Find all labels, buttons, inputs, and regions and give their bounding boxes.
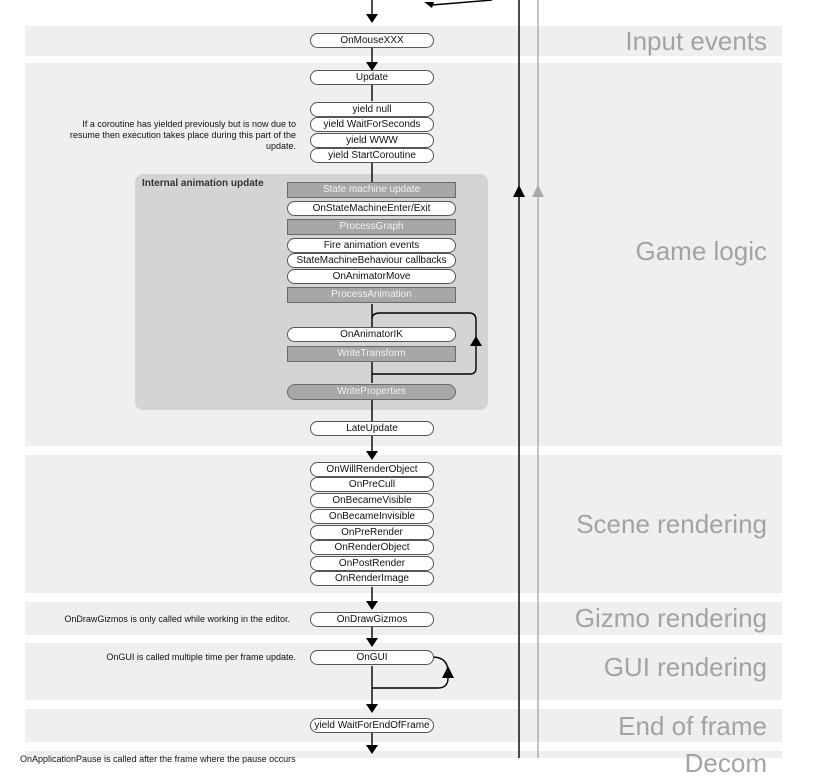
node-on-draw-gizmos: OnDrawGizmos [310, 612, 434, 627]
section-title-scene-rendering: Scene rendering [576, 509, 767, 539]
node-on-became-invisible: OnBecameInvisible [310, 509, 434, 524]
section-title-gui-rendering: GUI rendering [603, 652, 767, 682]
node-on-animator-move: OnAnimatorMove [287, 269, 456, 284]
note-coroutine-line-3: update. [265, 141, 296, 151]
node-on-mouse-xxx: OnMouseXXX [310, 33, 434, 48]
node-state-machine-behaviour-callbacks: StateMachineBehaviour callbacks [287, 253, 456, 268]
node-on-will-render-object: OnWillRenderObject [310, 462, 434, 477]
node-state-machine-update: State machine update [287, 182, 456, 198]
node-on-pre-cull: OnPreCull [310, 477, 434, 492]
node-on-animator-ik: OnAnimatorIK [287, 327, 456, 342]
note-bottom-cut: OnApplicationPause is called after the f… [20, 754, 296, 764]
note-gizmos: OnDrawGizmos is only called while workin… [64, 614, 290, 624]
node-yield-null: yield null [310, 102, 434, 117]
node-process-graph: ProcessGraph [287, 219, 456, 235]
node-update: Update [310, 70, 434, 85]
node-yield-www: yield WWW [310, 133, 434, 148]
node-on-post-render: OnPostRender [310, 556, 434, 571]
node-late-update: LateUpdate [310, 421, 434, 436]
node-on-gui: OnGUI [310, 650, 434, 665]
internal-animation-label: Internal animation update [142, 178, 264, 189]
band-decommissioning [25, 751, 782, 758]
node-yield-wait-for-seconds: yield WaitForSeconds [310, 117, 434, 132]
node-process-animation: ProcessAnimation [287, 287, 456, 303]
node-on-state-machine-enter-exit: OnStateMachineEnter/Exit [287, 201, 456, 216]
node-write-properties: WriteProperties [287, 384, 456, 400]
note-coroutine-line-2: resume then execution takes place during… [69, 130, 296, 140]
section-title-end-of-frame: End of frame [618, 711, 767, 741]
note-coroutine-line-1: If a coroutine has yielded previously bu… [82, 119, 296, 129]
node-write-transform: WriteTransform [287, 346, 456, 362]
node-on-pre-render: OnPreRender [310, 525, 434, 540]
node-on-render-image: OnRenderImage [310, 571, 434, 586]
node-yield-wait-for-end-of-frame: yield WaitForEndOfFrame [310, 718, 434, 733]
node-on-render-object: OnRenderObject [310, 540, 434, 555]
note-gui: OnGUI is called multiple time per frame … [106, 652, 296, 662]
node-fire-animation-events: Fire animation events [287, 238, 456, 253]
note-coroutine: If a coroutine has yielded previously bu… [40, 119, 296, 152]
flow-connectors [366, 0, 544, 758]
node-yield-start-coroutine: yield StartCoroutine [310, 148, 434, 163]
section-title-input-events: Input events [625, 26, 767, 56]
node-on-became-visible: OnBecameVisible [310, 493, 434, 508]
section-title-gizmo-rendering: Gizmo rendering [574, 603, 767, 633]
section-title-game-logic: Game logic [635, 236, 768, 266]
